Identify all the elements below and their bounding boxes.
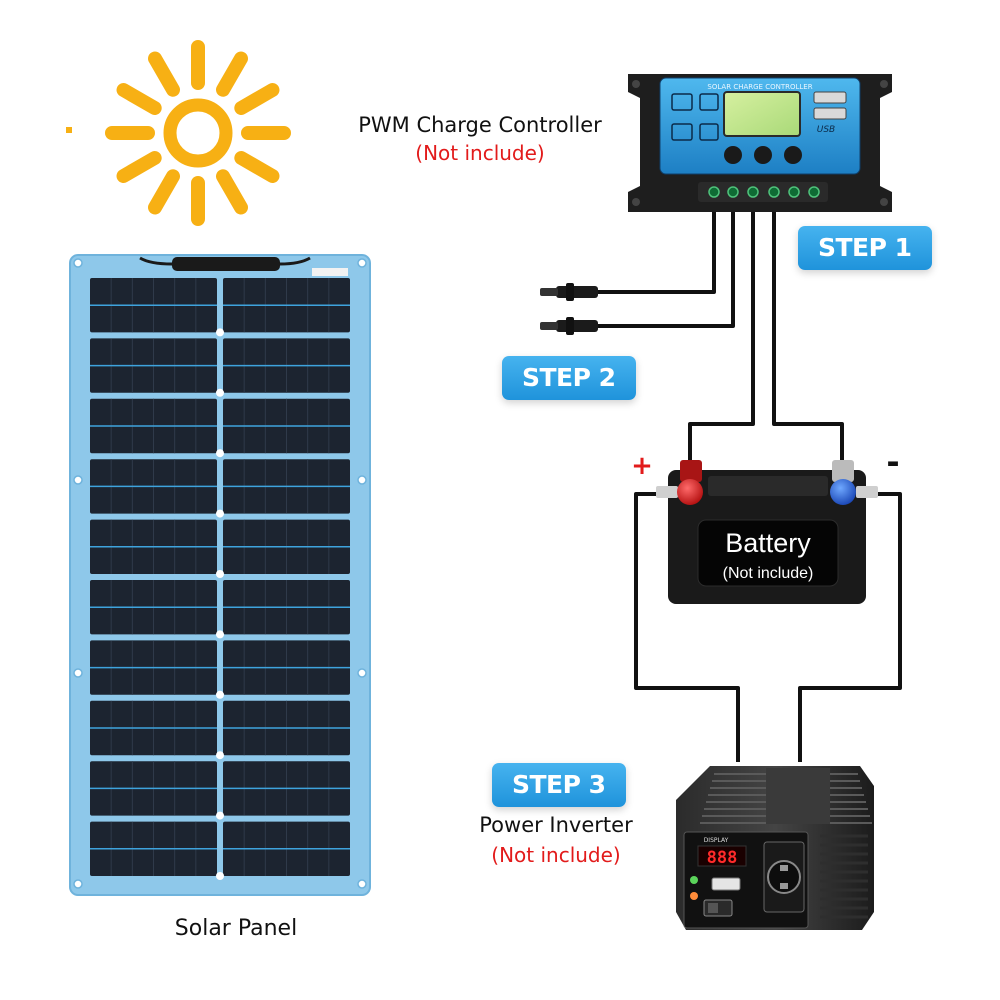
battery: Battery (Not include) bbox=[656, 460, 878, 604]
mounting-holes bbox=[73, 258, 367, 889]
battery-negative-terminal bbox=[830, 460, 878, 505]
usb-port-icon bbox=[813, 107, 847, 120]
controller-button-menu[interactable] bbox=[724, 146, 742, 164]
wire-battery-positive bbox=[688, 212, 755, 462]
panel-title: Solar Panel bbox=[175, 916, 297, 941]
wire-battery-negative bbox=[772, 212, 844, 462]
battery-note: (Not include) bbox=[723, 565, 814, 582]
panel-cell-grid bbox=[90, 278, 350, 880]
wire-inverter-positive bbox=[634, 492, 740, 762]
inverter-led-icon bbox=[690, 876, 698, 884]
mc4-connector-negative bbox=[540, 317, 598, 335]
inverter-display bbox=[697, 845, 747, 867]
solar-panel bbox=[69, 254, 371, 896]
controller-note: (Not include) bbox=[415, 141, 544, 165]
wire-pv-negative bbox=[596, 212, 735, 328]
inverter-led-icon bbox=[690, 892, 698, 900]
inverter-readout: 888 bbox=[707, 848, 738, 868]
positive-symbol: + bbox=[631, 451, 653, 481]
wiring bbox=[596, 212, 902, 762]
step-1-badge: STEP 1 bbox=[798, 226, 932, 270]
controller-usb-label: USB bbox=[817, 125, 835, 135]
wire-inverter-negative bbox=[798, 492, 902, 762]
controller-faceplate-label: SOLAR CHARGE CONTROLLER bbox=[707, 83, 812, 91]
battery-positive-terminal bbox=[656, 460, 703, 505]
inverter-heatsink-fins bbox=[700, 768, 872, 919]
ac-outlet-socket-icon bbox=[767, 860, 801, 894]
inverter-display-label: DISPLAY bbox=[704, 837, 729, 844]
inverter-note: (Not include) bbox=[491, 843, 620, 867]
sun-icon bbox=[66, 40, 291, 226]
controller-lcd bbox=[723, 91, 801, 137]
mc4-connector-positive bbox=[540, 283, 598, 301]
negative-symbol: - bbox=[886, 443, 899, 481]
step-2-badge: STEP 2 bbox=[502, 356, 636, 400]
power-inverter: DISPLAY 888 bbox=[676, 766, 874, 930]
step-3-badge: STEP 3 bbox=[492, 763, 626, 807]
junction-box bbox=[172, 257, 280, 271]
panel-sticker bbox=[312, 268, 348, 276]
controller-button-down[interactable] bbox=[784, 146, 802, 164]
controller-button-up[interactable] bbox=[754, 146, 772, 164]
battery-title: Battery bbox=[725, 528, 811, 558]
wire-pv-positive bbox=[596, 212, 716, 294]
battery-label-plate bbox=[697, 519, 839, 587]
usb-port-icon bbox=[711, 877, 741, 891]
battery-lid bbox=[708, 476, 828, 496]
inverter-title: Power Inverter bbox=[479, 813, 633, 837]
usb-port-icon bbox=[813, 91, 847, 104]
controller-terminals bbox=[698, 182, 828, 202]
charge-controller: SOLAR CHARGE CONTROLLER USB bbox=[628, 74, 892, 212]
controller-title: PWM Charge Controller bbox=[358, 113, 602, 137]
